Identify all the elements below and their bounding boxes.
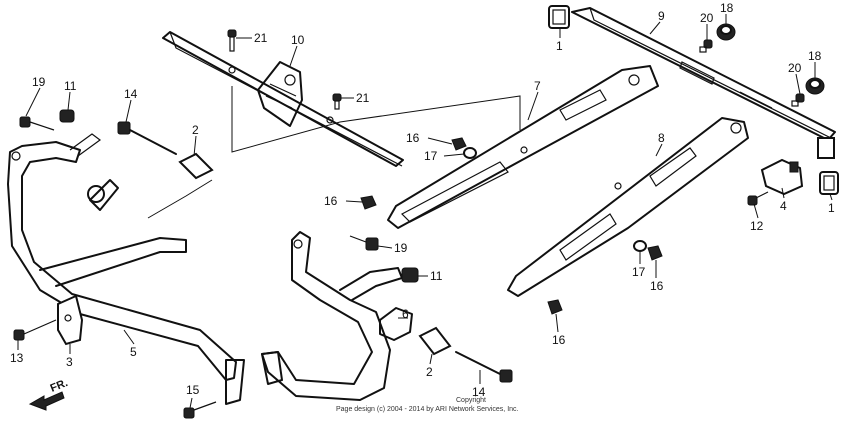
callout-12: 12	[750, 219, 764, 233]
nut-11b-icon	[401, 267, 419, 283]
callout-8: 8	[658, 131, 665, 145]
bolt-21a-icon	[227, 29, 237, 52]
screw-20b-icon	[791, 93, 805, 107]
long-bolt-14b-icon	[455, 351, 513, 383]
callout-21a: 21	[254, 31, 268, 45]
front-direction-indicator: FR.	[28, 377, 70, 411]
bumper-bar-5	[7, 133, 245, 405]
nut-16a-icon	[451, 137, 467, 151]
callout-16b: 16	[324, 194, 338, 208]
bracket-group-outline	[231, 86, 521, 153]
nut-16c-icon	[647, 245, 663, 261]
side-frame-8	[507, 117, 749, 297]
callout-5: 5	[130, 345, 137, 359]
collar-2b-icon	[418, 326, 452, 356]
callout-14b: 14	[472, 385, 486, 399]
callout-19a: 19	[32, 75, 46, 89]
callout-2b: 2	[426, 365, 433, 379]
callout-1b: 1	[828, 201, 835, 215]
nut-16b-icon	[360, 195, 377, 210]
collar-2a-icon	[178, 152, 214, 180]
callout-15: 15	[186, 383, 200, 397]
copyright-line-1: Copyright	[456, 397, 486, 404]
direction-label: FR.	[49, 377, 70, 395]
callout-6: 6	[402, 307, 409, 321]
bolt-19a-icon	[19, 116, 55, 131]
arrow-left-icon	[28, 391, 65, 411]
callout-7: 7	[534, 79, 541, 93]
clip-1b-icon	[819, 171, 839, 195]
bracket-3-icon	[57, 294, 84, 346]
callout-18b: 18	[808, 49, 822, 63]
callout-4: 4	[780, 199, 787, 213]
callout-2a: 2	[192, 123, 199, 137]
grommet-18a-icon	[716, 23, 736, 41]
washer-17b-icon	[633, 240, 647, 252]
callout-9: 9	[658, 9, 665, 23]
callout-20a: 20	[700, 11, 714, 25]
callout-21b: 21	[356, 91, 370, 105]
bolt-12-icon	[747, 191, 769, 206]
callout-14a: 14	[124, 87, 138, 101]
callout-17b: 17	[632, 265, 646, 279]
rail-bracket-10	[162, 31, 404, 167]
bolt-21b-icon	[332, 93, 342, 110]
copyright-line-2: Page design (c) 2004 - 2014 by ARI Netwo…	[336, 406, 519, 413]
callout-16a: 16	[406, 131, 420, 145]
bolt-13-icon	[13, 319, 57, 341]
callout-labels: 21 10 21 1 9 20 18 18 20 19 11 14 2 7 16…	[10, 1, 835, 399]
callout-13: 13	[10, 351, 24, 365]
callout-18a: 18	[720, 1, 734, 15]
long-bolt-14a-icon	[117, 121, 177, 155]
bar-assembly-outline	[147, 179, 213, 219]
leader-lines	[17, 14, 833, 409]
clip-1a-icon	[548, 5, 570, 29]
screw-20a-icon	[699, 39, 713, 53]
callout-11a: 11	[64, 79, 77, 93]
callout-16d: 16	[552, 333, 566, 347]
callout-19b: 19	[394, 241, 408, 255]
callout-1a: 1	[556, 39, 563, 53]
lock-4-icon	[760, 158, 804, 196]
nut-16d-icon	[547, 299, 563, 315]
nut-11a-icon	[59, 109, 75, 123]
callout-20b: 20	[788, 61, 802, 75]
callout-17a: 17	[424, 149, 438, 163]
callout-11b: 11	[430, 269, 443, 283]
bumper-bar-6	[261, 231, 413, 401]
washer-17a-icon	[463, 147, 477, 159]
copyright-notice: Copyright Page design (c) 2004 - 2014 by…	[336, 397, 519, 413]
callout-3: 3	[66, 355, 73, 369]
cross-member-9	[571, 7, 836, 159]
bolt-19b-icon	[349, 235, 379, 251]
callout-10: 10	[291, 33, 305, 47]
callout-16c: 16	[650, 279, 664, 293]
bolt-15-icon	[183, 401, 217, 419]
side-frame-7	[387, 65, 659, 229]
grommet-18b-icon	[805, 77, 825, 95]
